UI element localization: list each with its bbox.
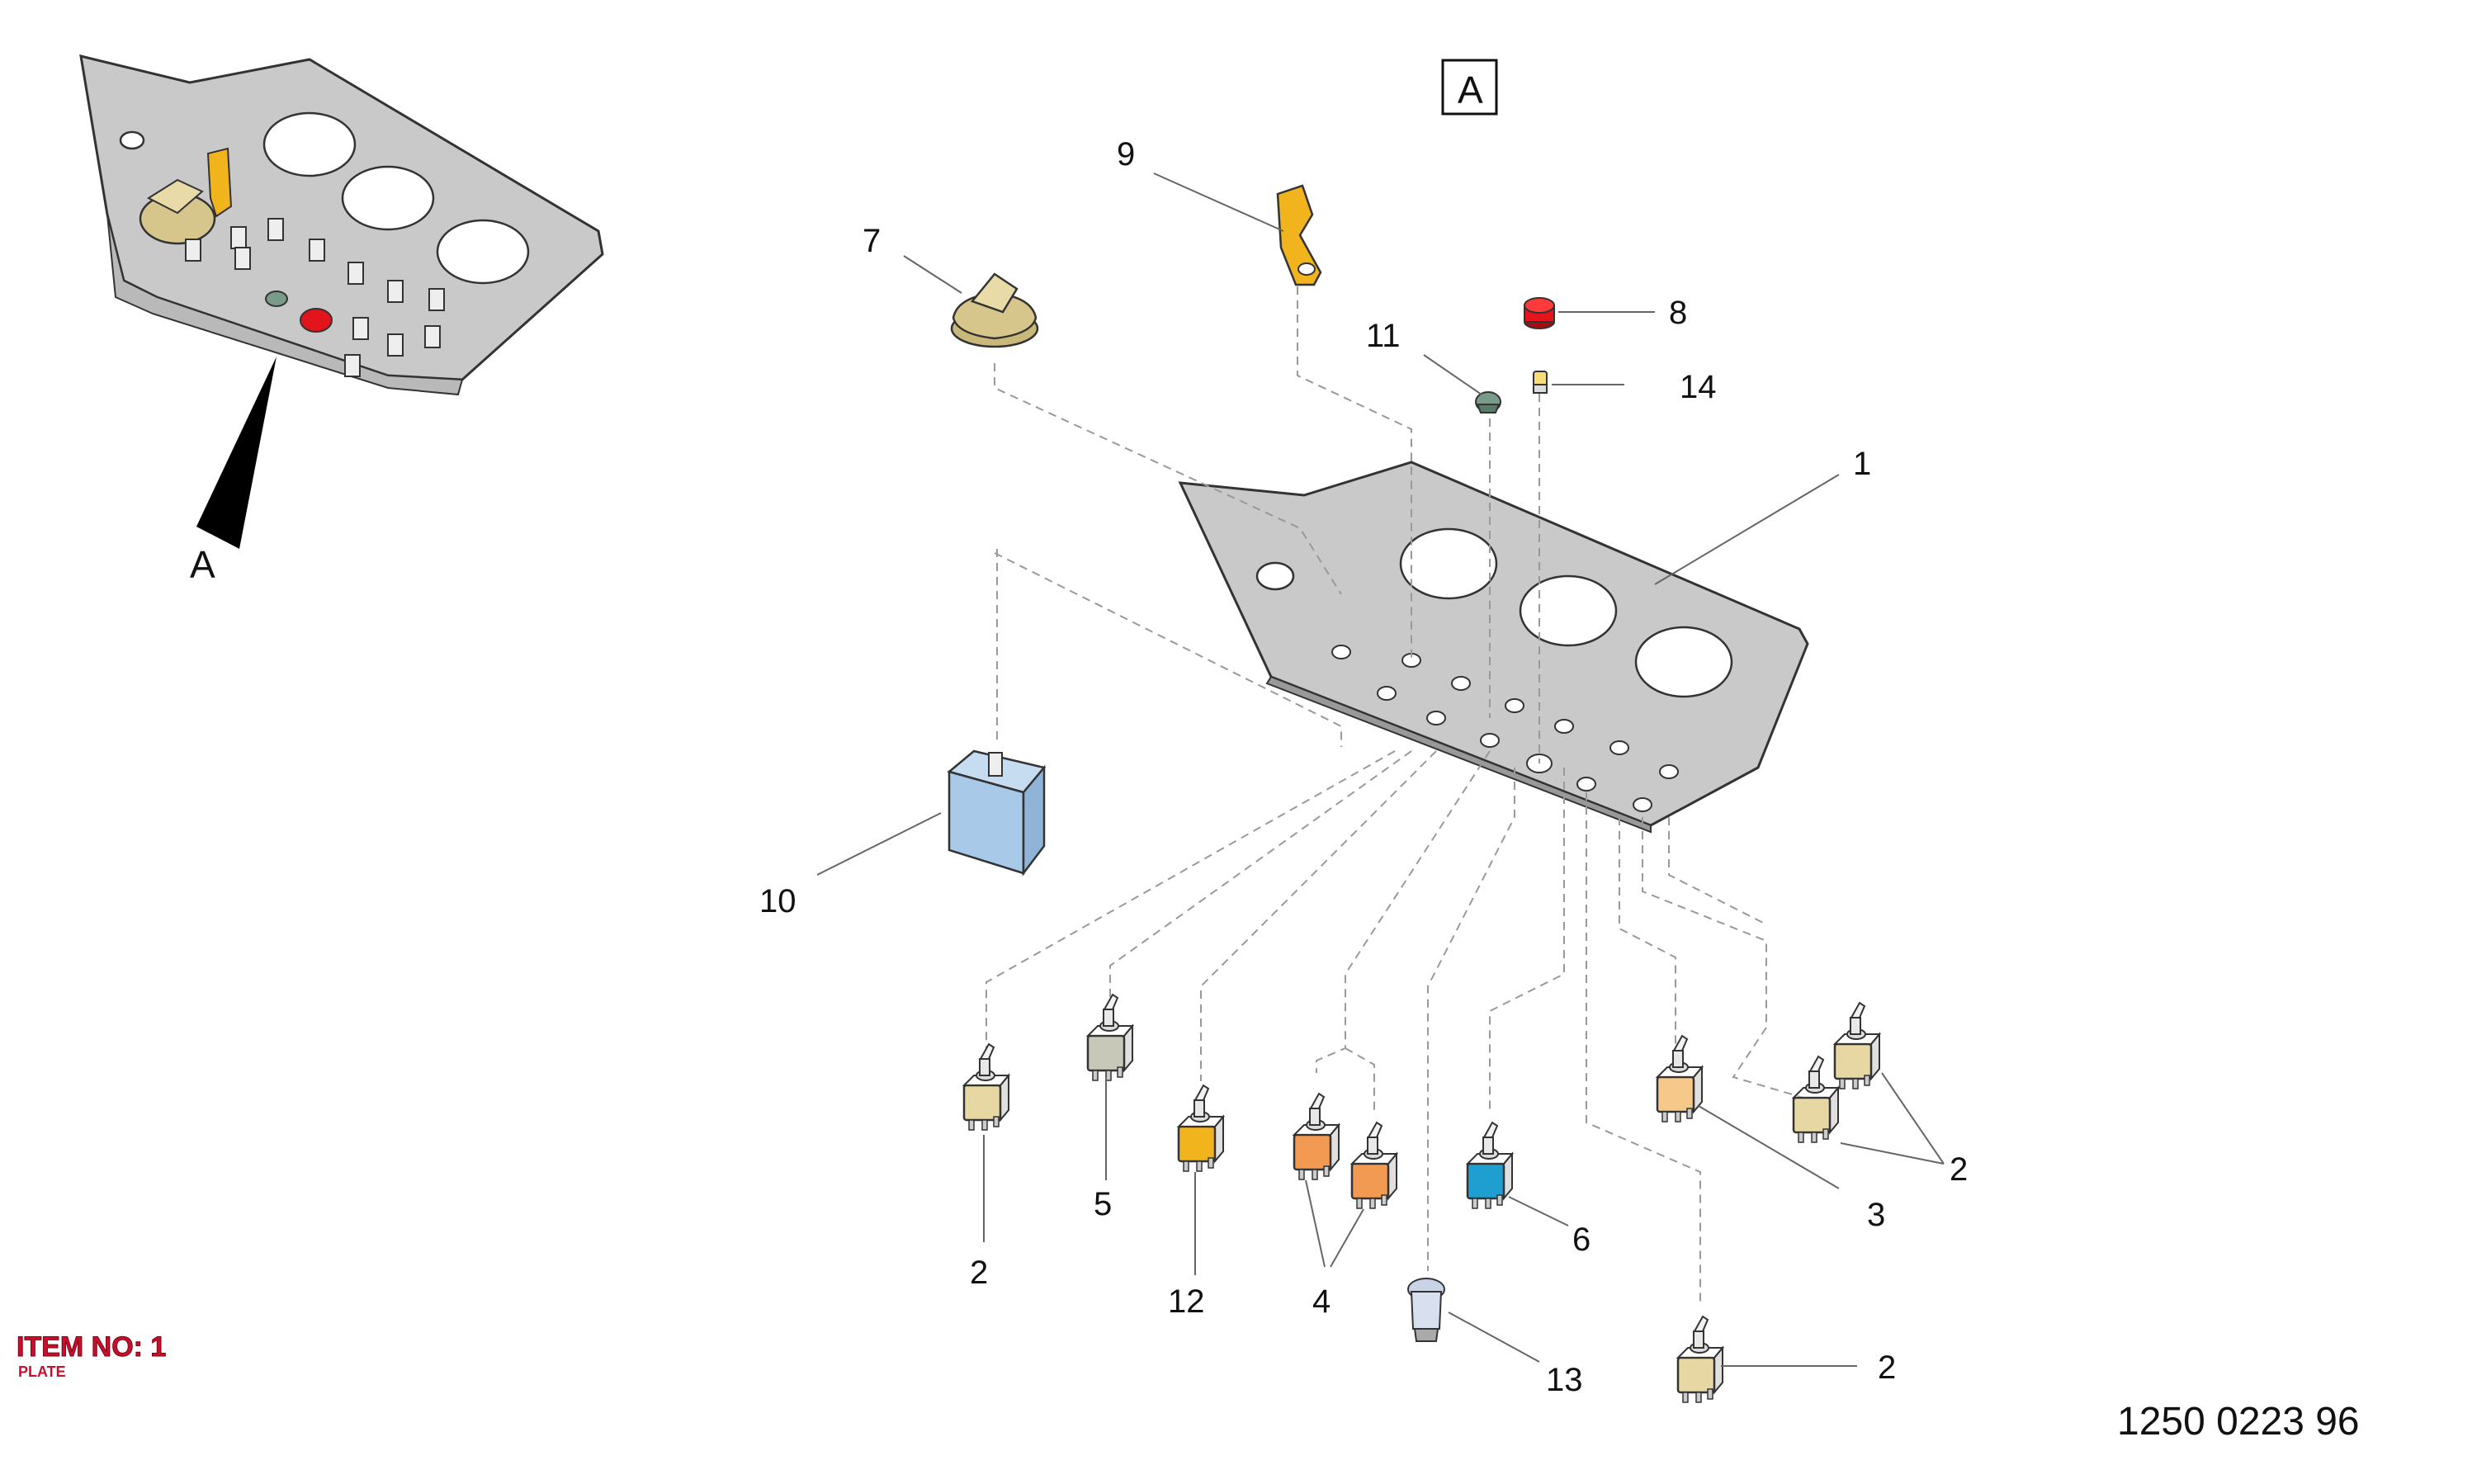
callout-2-bottom: 2: [1878, 1349, 1896, 1386]
red-lamp-part-8: [1524, 297, 1555, 329]
assembly-lines: [985, 272, 1804, 1304]
toggle-switch-6: [1466, 1121, 1514, 1210]
overview-view-label: A: [190, 543, 215, 586]
callout-3: 3: [1867, 1197, 1885, 1233]
overview-assembly: A: [79, 54, 604, 586]
toggle-switch-5: [1086, 993, 1134, 1082]
toggle-switch-12: [1177, 1084, 1225, 1173]
toggle-switch-2-bottom: [1676, 1315, 1724, 1404]
item-number: ITEM NO: 1: [17, 1331, 166, 1363]
toggle-switch-3: [1656, 1034, 1704, 1123]
toggle-switch-4b: [1350, 1121, 1398, 1210]
overview-toggle: [185, 218, 445, 377]
callout-5: 5: [1094, 1186, 1112, 1222]
callout-11: 11: [1366, 318, 1401, 354]
callout-9: 9: [1117, 136, 1135, 173]
item-description: PLATE: [18, 1363, 66, 1380]
drawing-number: 1250 0223 96: [2117, 1400, 2360, 1444]
toggle-switch-4a: [1293, 1092, 1340, 1181]
callout-1: 1: [1853, 446, 1871, 482]
callout-12: 12: [1168, 1283, 1205, 1320]
callout-8: 8: [1669, 295, 1687, 331]
relay-part-10: [947, 749, 1047, 877]
leader-lines: [816, 173, 1945, 1367]
toggle-switch-2-right-b: [1792, 1055, 1840, 1144]
callout-13: 13: [1546, 1362, 1583, 1398]
callout-6: 6: [1572, 1222, 1590, 1258]
callout-2-right: 2: [1950, 1151, 1968, 1188]
callout-14: 14: [1680, 369, 1717, 405]
bulb-part-14: [1533, 371, 1548, 394]
toggle-switch-2-right-a: [1833, 1001, 1881, 1090]
knob-part-7: [950, 272, 1039, 348]
callouts: 9 7 8 11 14 1 10 2 5 12 4 6 13 3 2 2: [759, 136, 1968, 1398]
toggle-switch-2-left: [962, 1042, 1010, 1132]
lever-part-9: [1276, 184, 1322, 286]
callout-4: 4: [1312, 1283, 1331, 1320]
view-label-text: A: [1458, 69, 1483, 111]
callout-7: 7: [863, 223, 881, 259]
indicator-lamp-part-13: [1407, 1278, 1445, 1342]
view-a-label: A: [1441, 59, 1498, 116]
green-lamp-part-11: [1475, 391, 1501, 414]
callout-10: 10: [759, 883, 796, 919]
callout-2-left: 2: [970, 1255, 988, 1291]
main-plate: [1178, 461, 1809, 834]
